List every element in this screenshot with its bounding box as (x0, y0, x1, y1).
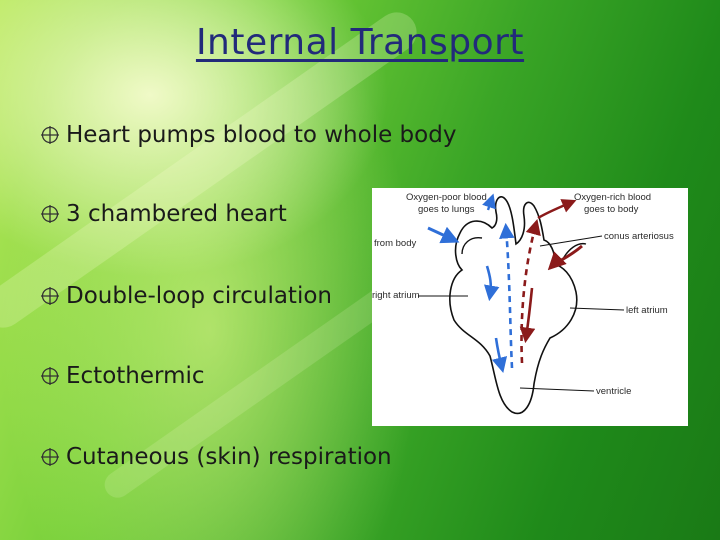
circle-cross-bullet-icon (41, 367, 59, 385)
label-from-body: from body (374, 238, 416, 249)
circle-cross-bullet-icon (41, 448, 59, 466)
bullet-item: Ectothermic (40, 363, 205, 389)
pointer-ventricle (519, 387, 595, 392)
bullet-item: 3 chambered heart (40, 201, 287, 227)
circle-cross-bullet-icon (41, 205, 59, 223)
arrow-oxygen-rich-from-lungs (547, 244, 583, 271)
label-conus-arteriosus: conus arteriosus (604, 231, 674, 242)
arrow-oxygen-rich-to-body (520, 218, 541, 364)
label-oxygen-poor-1: Oxygen-poor blood (406, 192, 487, 203)
circle-cross-bullet-icon (41, 126, 59, 144)
bullet-text: Cutaneous (skin) respiration (66, 444, 392, 470)
arrow-oxygen-poor-to-lungs (499, 222, 515, 369)
arrow-oxygen-poor-ventricle (491, 337, 508, 374)
label-oxygen-rich-2: goes to body (584, 204, 639, 215)
arrow-oxygen-poor-from-body (427, 226, 460, 244)
arrow-oxygen-rich-atrium (519, 287, 536, 344)
slide-title: Internal Transport (195, 22, 525, 63)
bullet-text: 3 chambered heart (66, 201, 287, 227)
label-oxygen-rich-1: Oxygen-rich blood (574, 192, 651, 203)
bullet-item: Heart pumps blood to whole body (40, 122, 456, 148)
label-oxygen-poor-2: goes to lungs (418, 204, 475, 215)
arrow-oxygen-poor-exit (482, 193, 496, 211)
arrow-oxygen-poor-atrium (484, 265, 500, 302)
heart-diagram: Oxygen-poor blood goes to lungs Oxygen-r… (372, 188, 688, 426)
bullet-text: Double-loop circulation (66, 283, 332, 309)
vessel-outline (461, 237, 483, 255)
heart-outline (449, 196, 578, 415)
label-left-atrium: left atrium (626, 305, 668, 316)
bullet-text: Heart pumps blood to whole body (66, 122, 457, 148)
pointer-left-atrium (569, 307, 625, 311)
bullet-item: Cutaneous (skin) respiration (40, 444, 392, 470)
circle-cross-bullet-icon (41, 287, 59, 305)
heart-diagram-svg: Oxygen-poor blood goes to lungs Oxygen-r… (372, 192, 674, 415)
label-ventricle: ventricle (596, 386, 631, 397)
arrow-oxygen-rich-exit (537, 199, 577, 220)
bullet-item: Double-loop circulation (40, 283, 332, 309)
bullet-text: Ectothermic (66, 363, 205, 389)
label-right-atrium: right atrium (372, 290, 420, 301)
